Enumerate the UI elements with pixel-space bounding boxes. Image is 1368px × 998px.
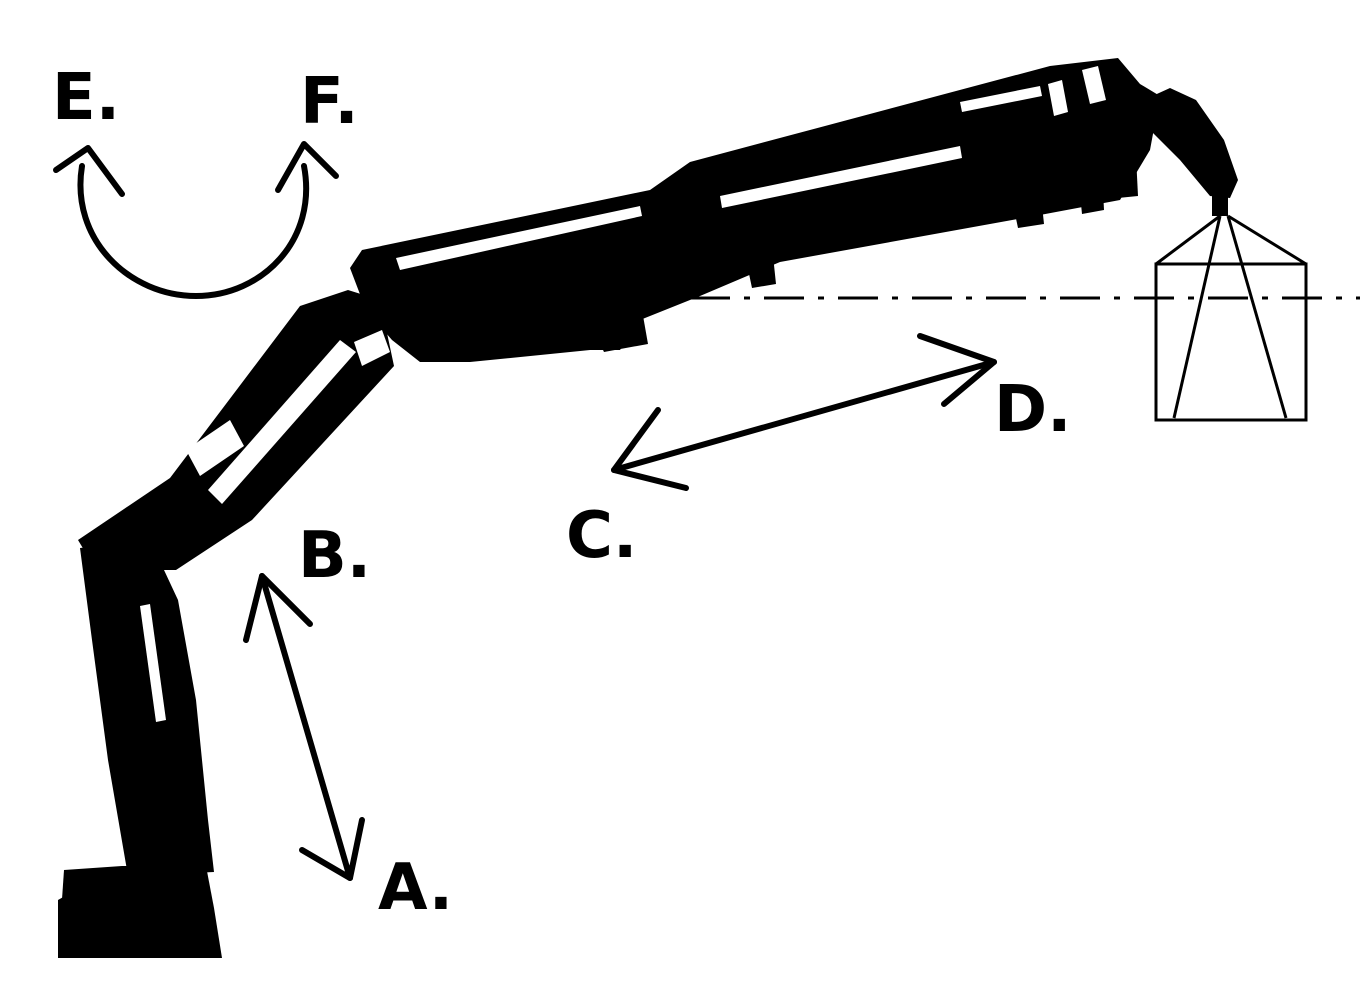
hydraulic-knob-1 xyxy=(588,310,648,352)
arrow-d-head xyxy=(917,333,997,407)
crane-base-notch xyxy=(58,892,72,958)
label-d: D. xyxy=(994,373,1072,447)
column-highlight xyxy=(140,604,166,722)
arrow-e-head xyxy=(53,145,125,197)
outer-boom-highlight-5 xyxy=(1082,66,1106,104)
sling-left xyxy=(1155,214,1221,266)
label-a: A. xyxy=(378,851,454,925)
crane-outer-boom xyxy=(350,58,1160,362)
crane-boom-tip xyxy=(1148,88,1238,198)
hydraulic-knob-3 xyxy=(1078,170,1104,214)
inner-boom-highlight-2 xyxy=(208,340,356,504)
inner-boom-highlight-1 xyxy=(186,420,244,476)
label-e: E. xyxy=(52,61,121,135)
crane-base xyxy=(58,866,222,958)
crane-hook xyxy=(1212,194,1228,216)
outer-boom-highlight-1 xyxy=(396,206,642,270)
load-box xyxy=(1154,262,1308,422)
rotation-arc xyxy=(77,163,310,299)
arrow-b-head xyxy=(243,573,313,643)
arrow-c-d-shaft xyxy=(611,359,997,473)
sling-right xyxy=(1227,214,1307,266)
label-f: F. xyxy=(300,65,359,139)
sling-inner-right xyxy=(1226,215,1288,419)
label-b: B. xyxy=(298,519,372,593)
crane-inner-boom xyxy=(78,290,394,570)
hydraulic-knob-4 xyxy=(1114,156,1138,198)
sling-inner-left xyxy=(1172,215,1222,419)
inner-boom-highlight-3 xyxy=(354,330,390,366)
arrow-a-b-shaft xyxy=(259,573,353,881)
column-cylinder xyxy=(120,594,174,766)
arrow-c-head xyxy=(611,407,689,491)
outer-boom-highlight-2 xyxy=(720,146,962,208)
outer-boom-highlight-4 xyxy=(1048,80,1068,116)
label-c: C. xyxy=(566,499,638,573)
suspended-load xyxy=(1154,214,1308,422)
hydraulic-knob-2 xyxy=(1010,186,1044,228)
outer-boom-highlight-3 xyxy=(960,86,1042,112)
arrow-f-head xyxy=(275,141,339,193)
arrow-a-head xyxy=(299,817,365,881)
hydraulic-knob-5 xyxy=(744,246,776,288)
